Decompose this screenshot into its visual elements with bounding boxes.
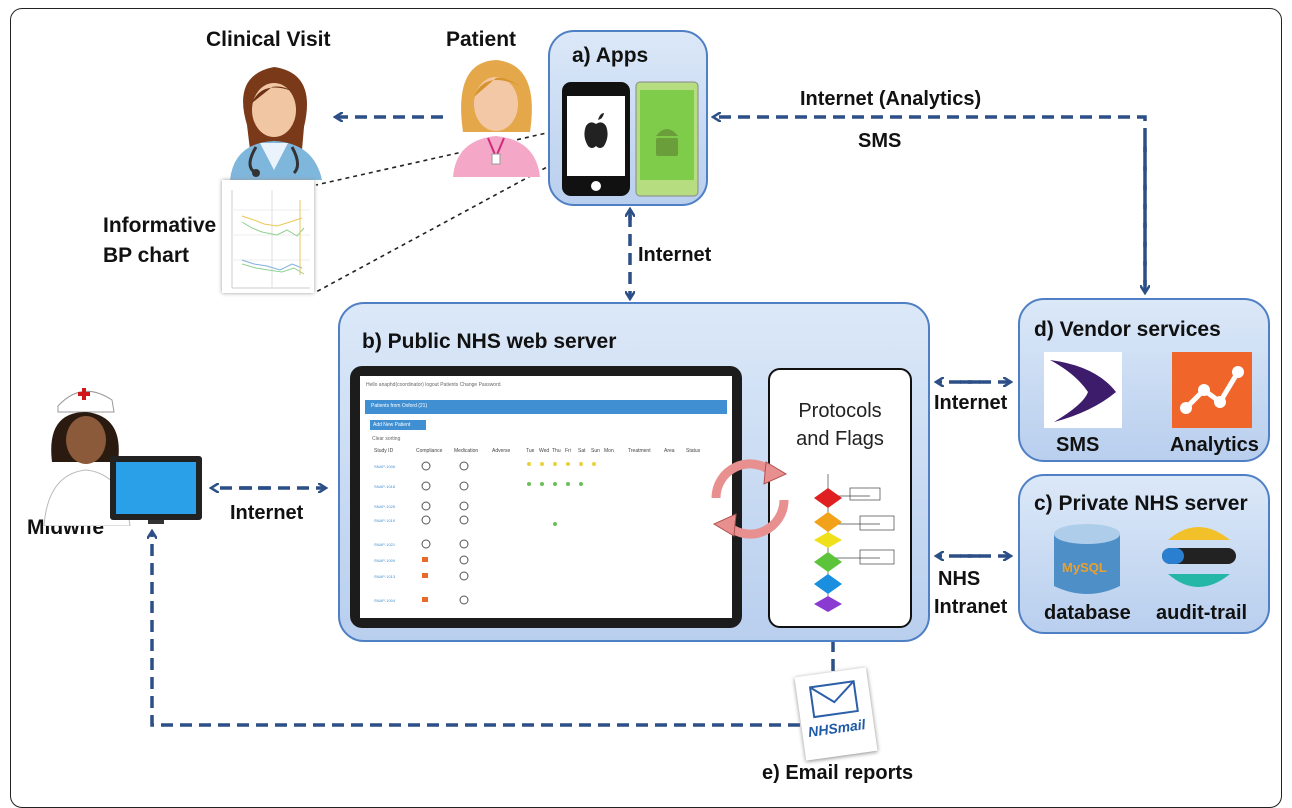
analytics-logo-icon [1172, 352, 1252, 428]
nhsmail-label: NHSmail [807, 716, 867, 740]
vendor-sms-label: SMS [1056, 434, 1100, 456]
svg-text:Sun: Sun [591, 448, 600, 454]
sync-arrows-icon [711, 459, 789, 539]
svg-text:Compliance: Compliance [416, 448, 443, 454]
email-to-midwife-arrow [152, 532, 800, 727]
svg-text:SNAP-1006: SNAP-1006 [374, 464, 396, 469]
clear-sorting[interactable]: Clear sorting [372, 436, 401, 442]
svg-text:Medication: Medication [454, 448, 478, 454]
svg-text:SNAP-1013: SNAP-1013 [374, 574, 396, 579]
screenshot-topbar: Hello anaphd(coordinator) logout Patient… [366, 382, 501, 388]
sms-logo-icon [1044, 352, 1122, 428]
private-panel: c) Private NHS server MySQL database aud… [1018, 474, 1270, 634]
svg-text:Thu: Thu [552, 448, 561, 454]
clinician-icon [230, 67, 322, 180]
connector-lines [0, 0, 1292, 727]
svg-text:Wed: Wed [539, 448, 549, 454]
svg-text:SNAP-1021: SNAP-1021 [374, 542, 396, 547]
email-reports-label: e) Email reports [762, 762, 914, 784]
private-title: c) Private NHS server [1034, 492, 1248, 515]
sms-link-label: SMS [858, 130, 902, 152]
patient-label: Patient [446, 28, 517, 51]
svg-text:SNAP-1025: SNAP-1025 [374, 504, 396, 509]
vendor-panel: d) Vendor services SMS Analytics [1018, 298, 1270, 462]
clinical-visit-label: Clinical Visit [206, 28, 331, 51]
midwife-icon [43, 388, 202, 526]
screenshot-table: Study ID Compliance Medication Adverse Tue W… [374, 448, 701, 605]
svg-text:SNAP-1004: SNAP-1004 [374, 598, 396, 603]
elastic-icon [1162, 527, 1236, 587]
server-panel: b) Public NHS web server Hello anaphd(co… [338, 302, 930, 642]
patient-icon [453, 60, 540, 177]
svg-text:Sat: Sat [578, 448, 586, 454]
informative-label-line1: Informative [103, 214, 217, 237]
add-patient-button[interactable]: Add New Patient [370, 420, 426, 430]
svg-text:Mon: Mon [604, 448, 614, 454]
internet-analytics-label: Internet (Analytics) [800, 88, 982, 110]
protocols-line2: and Flags [796, 428, 884, 450]
add-patient-label: Add New Patient [373, 422, 411, 428]
vendor-to-apps-arrow [714, 117, 1147, 292]
svg-text:Status: Status [686, 448, 701, 454]
nhs-label-line1: NHS [938, 568, 981, 590]
envelope-icon [808, 680, 859, 719]
svg-text:SNAP-1018: SNAP-1018 [374, 484, 396, 489]
nhsmail-icon: NHSmail [794, 667, 878, 761]
svg-text:Tue: Tue [526, 448, 535, 454]
protocols-box: Protocols and Flags [768, 368, 912, 628]
phones-icon [562, 81, 699, 197]
server-title: b) Public NHS web server [362, 330, 617, 353]
tablet: Hello anaphd(coordinator) logout Patient… [350, 366, 742, 628]
internet-midwife-label: Internet [230, 502, 304, 524]
app-screenshot: Hello anaphd(coordinator) logout Patient… [360, 376, 732, 618]
bp-chart [222, 180, 314, 293]
apps-title: a) Apps [572, 44, 649, 67]
apps-panel: a) Apps [548, 30, 708, 206]
bp-chart-plot [231, 190, 310, 289]
database-icon: MySQL [1054, 524, 1120, 594]
informative-label-line2: BP chart [103, 244, 189, 267]
svg-text:SNAP-1009: SNAP-1009 [374, 558, 396, 563]
internet-vendor-label: Internet [934, 392, 1008, 414]
vendor-title: d) Vendor services [1034, 318, 1221, 341]
chart-link-lines [315, 129, 561, 293]
database-label: database [1044, 602, 1131, 624]
svg-text:Adverse: Adverse [492, 448, 511, 454]
screenshot-header-bar: Patients from Oxford (21) [365, 400, 727, 414]
vendor-analytics-label: Analytics [1170, 434, 1259, 456]
svg-text:Area: Area [664, 448, 675, 454]
db-brand: MySQL [1062, 560, 1107, 575]
flowchart-icon [814, 474, 895, 612]
svg-text:Fri: Fri [565, 448, 571, 454]
svg-text:Study ID: Study ID [374, 448, 394, 454]
screenshot-header: Patients from Oxford (21) [371, 403, 428, 409]
internet-apps-label: Internet [638, 244, 712, 266]
audit-trail-label: audit-trail [1156, 602, 1248, 624]
svg-text:SNAP-1019: SNAP-1019 [374, 518, 396, 523]
nhs-label-line2: Intranet [934, 596, 1008, 618]
svg-text:Treatment: Treatment [628, 448, 651, 454]
protocols-line1: Protocols [798, 400, 882, 422]
